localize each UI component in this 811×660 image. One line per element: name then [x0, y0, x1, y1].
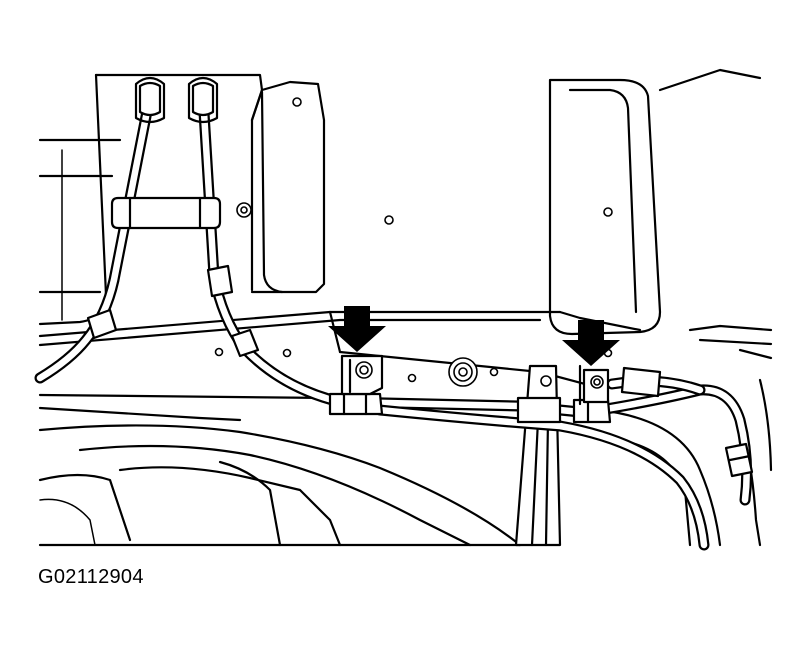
- cable-bracket-bolt-left: [340, 354, 384, 396]
- vehicle-body-outline: [38, 68, 773, 547]
- cable-strap-clamp: [110, 196, 222, 230]
- down-arrow-icon: [562, 320, 620, 366]
- figure-code: G02112904: [38, 566, 144, 588]
- strut-bracket: [514, 364, 562, 547]
- parking-brake-cables: [34, 76, 753, 551]
- cable-sleeves: [86, 264, 754, 478]
- down-arrow-icon: [328, 306, 386, 352]
- cable-bracket-bolt-right: [578, 364, 610, 406]
- mounting-holes: [214, 97, 613, 387]
